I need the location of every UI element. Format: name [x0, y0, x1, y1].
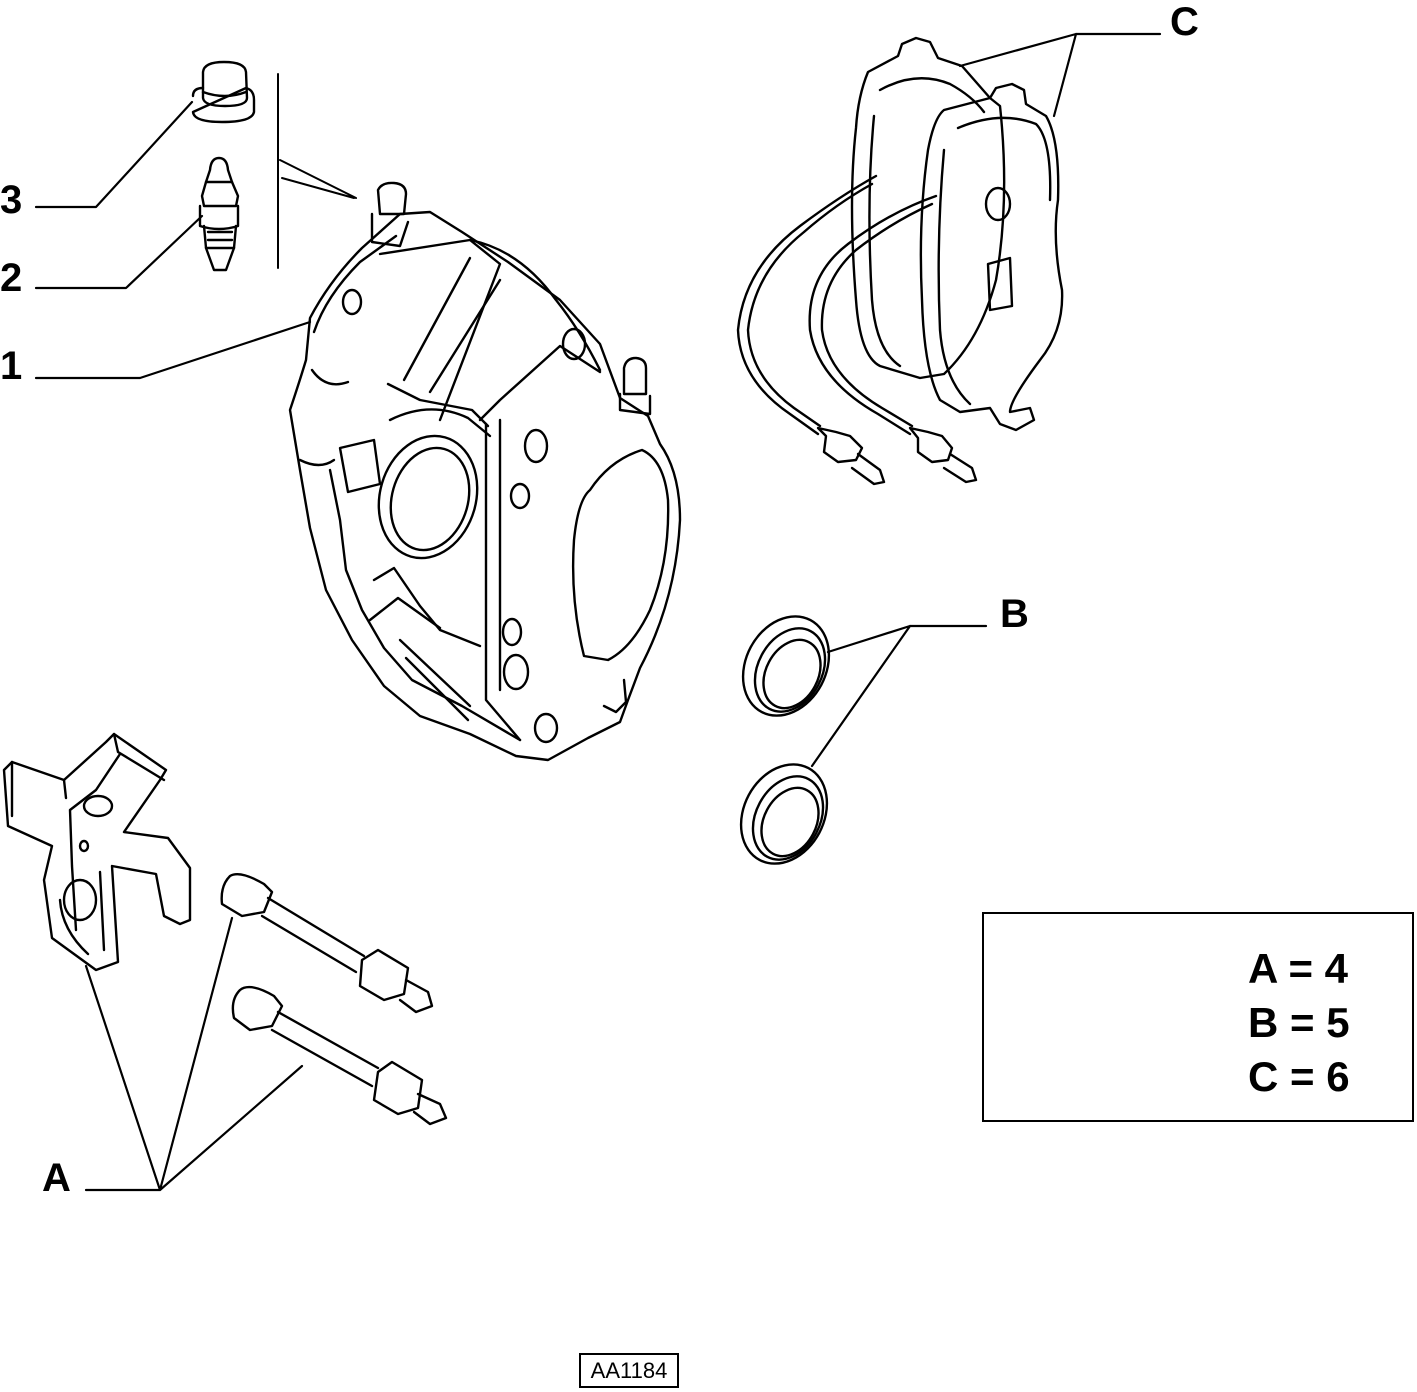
callout-3: 3	[0, 178, 23, 222]
legend-row-c: C = 6	[1248, 1053, 1350, 1100]
callout-2: 2	[0, 256, 23, 300]
callout-b: B	[1000, 592, 1029, 636]
legend-row-b: B = 5	[1248, 999, 1350, 1046]
callout-1: 1	[0, 344, 23, 388]
seal-rings-part-b	[739, 615, 831, 865]
callout-a: A	[42, 1156, 71, 1200]
kit-legend: A = 4 B = 5 C = 6	[982, 912, 1414, 1122]
legend-row-a: A = 4	[1248, 945, 1348, 992]
brake-pads-part-c	[736, 36, 1064, 486]
brake-caliper-part-1	[288, 181, 682, 762]
dust-cap-part-3	[191, 60, 256, 124]
spring-and-pins-part-a	[2, 732, 448, 1126]
callout-c: C	[1170, 0, 1199, 44]
reference-code: AA1184	[579, 1353, 679, 1388]
bleeder-screw-part-2	[198, 156, 240, 272]
